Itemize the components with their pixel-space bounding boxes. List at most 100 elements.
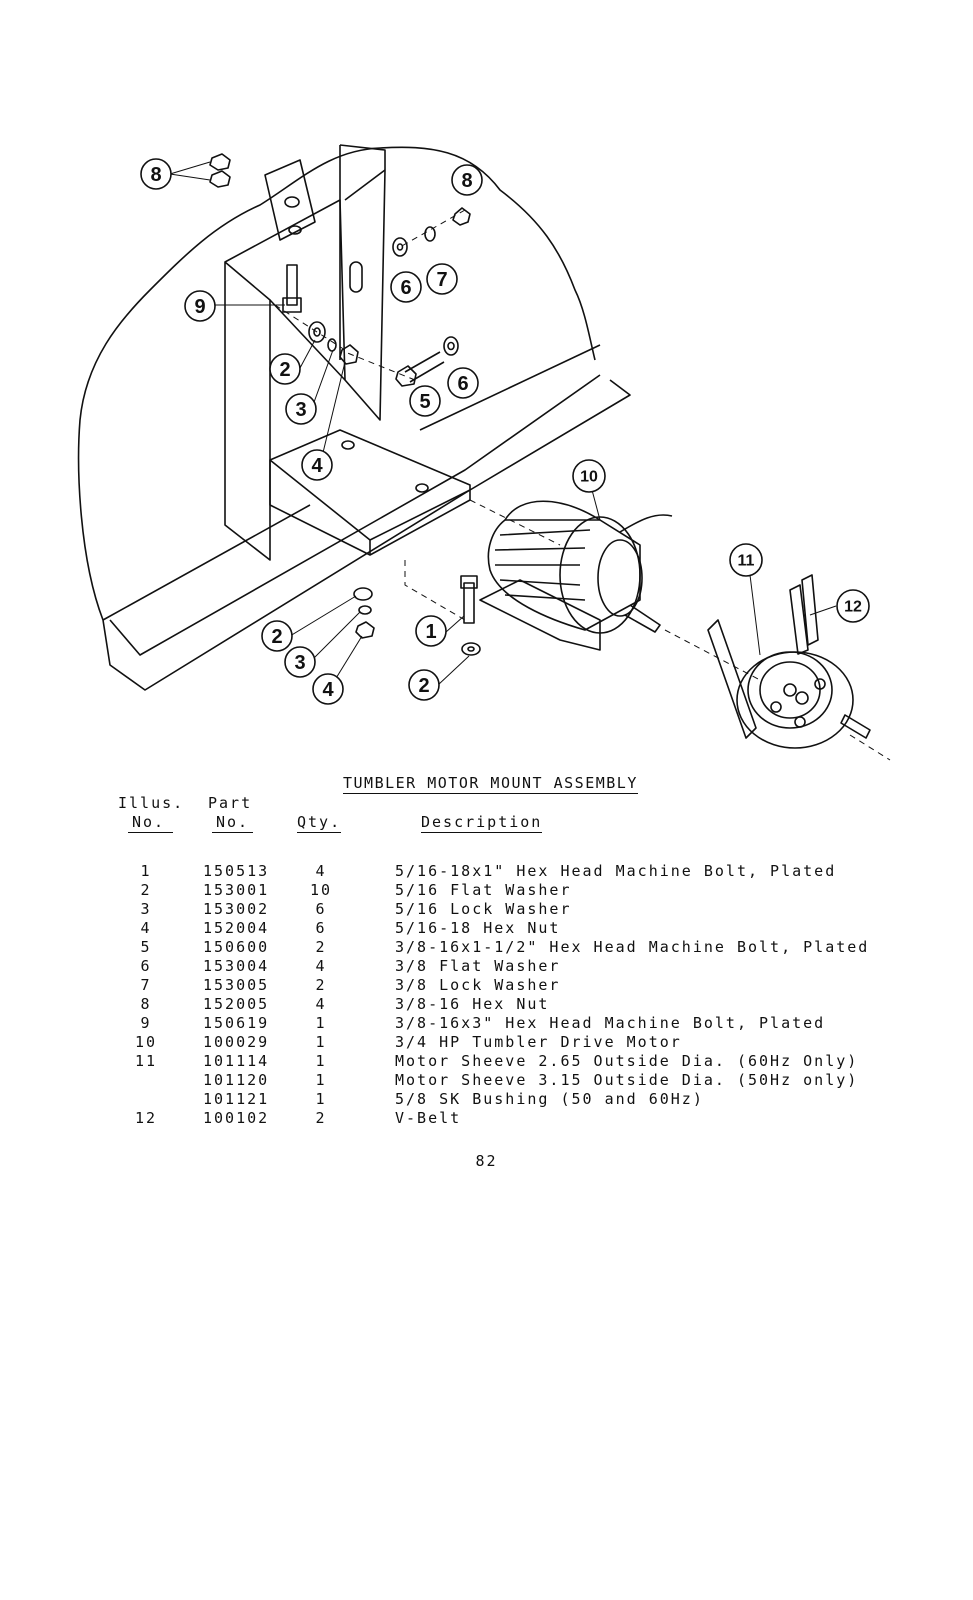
parts-row: 7 153005 2 3/8 Lock Washer: [0, 976, 973, 995]
description: 5/16 Flat Washer: [395, 881, 572, 899]
description: V-Belt: [395, 1109, 462, 1127]
callout-label: 4: [322, 679, 334, 701]
upright-channel: [224, 261, 271, 561]
callout-label: 9: [194, 296, 205, 318]
illus-no: 2: [140, 881, 152, 899]
callout-8a: [140, 158, 172, 190]
parts-row: 5 150600 2 3/8-16x1-1/2" Hex Head Machin…: [0, 938, 973, 957]
parts-row: 12 100102 2 V-Belt: [0, 1109, 973, 1128]
illus-no: 10: [134, 1033, 158, 1051]
parts-row: 3 153002 6 5/16 Lock Washer: [0, 900, 973, 919]
qty: 1: [315, 1014, 327, 1032]
parts-row: 1 150513 4 5/16-18x1" Hex Head Machine B…: [0, 862, 973, 881]
description: Motor Sheeve 2.65 Outside Dia. (60Hz Onl…: [395, 1052, 859, 1070]
callout-6a: [390, 271, 422, 303]
callout-label: 6: [457, 373, 468, 395]
callout-3b: [284, 646, 316, 678]
parts-row: 101121 1 5/8 SK Bushing (50 and 60Hz): [0, 1090, 973, 1109]
header-description: Description: [421, 813, 543, 833]
callout-12: [836, 589, 870, 623]
header-qty: Qty.: [297, 813, 342, 833]
callout-5: [409, 385, 441, 417]
callout-label: 3: [295, 399, 306, 421]
parts-row: 2 153001 10 5/16 Flat Washer: [0, 881, 973, 900]
callout-label: 2: [279, 359, 290, 381]
callout-2b: [261, 620, 293, 652]
description: 3/8 Flat Washer: [395, 957, 561, 975]
callout-4b: [312, 673, 344, 705]
callout-4a: [301, 449, 333, 481]
illus-no: 3: [140, 900, 152, 918]
callout-9: [184, 290, 216, 322]
qty: 2: [315, 938, 327, 956]
callout-10: [572, 459, 606, 493]
qty: 6: [315, 900, 327, 918]
part-no: 100102: [203, 1109, 270, 1127]
parts-row: 11 101114 1 Motor Sheeve 2.65 Outside Di…: [0, 1052, 973, 1071]
callout-label: 7: [436, 269, 447, 291]
callout-label: 8: [150, 164, 161, 186]
part-no: 101114: [203, 1052, 270, 1070]
part-no: 152005: [203, 995, 270, 1013]
callout-label: 12: [844, 599, 862, 616]
header-part-line1: Part: [208, 794, 253, 812]
illus-no: 8: [140, 995, 152, 1013]
v-belt-left: [707, 619, 757, 739]
header-illus-line1: Illus.: [118, 794, 185, 812]
callout-2a: [269, 353, 301, 385]
callout-label: 4: [311, 455, 323, 477]
illus-no: 6: [140, 957, 152, 975]
qty: 4: [315, 862, 327, 880]
v-belt-right: [789, 584, 809, 655]
part-no: 153005: [203, 976, 270, 994]
parts-row: 101120 1 Motor Sheeve 3.15 Outside Dia. …: [0, 1071, 973, 1090]
qty: 1: [315, 1071, 327, 1089]
illus-no: 4: [140, 919, 152, 937]
description: 3/4 HP Tumbler Drive Motor: [395, 1033, 682, 1051]
description: 5/16 Lock Washer: [395, 900, 572, 918]
parts-row: 9 150619 1 3/8-16x3" Hex Head Machine Bo…: [0, 1014, 973, 1033]
wall-outline: [77, 146, 596, 621]
qty: 4: [315, 995, 327, 1013]
motor-body: [479, 500, 673, 651]
callout-2c: [408, 669, 440, 701]
part-no: 150513: [203, 862, 270, 880]
illus-no: 1: [140, 862, 152, 880]
motor-mount-diagram: 8 8 6 7 9 2 3 5 6 4 10 11 12 1 2 3 4 2: [77, 144, 891, 761]
description: 5/16-18x1" Hex Head Machine Bolt, Plated: [395, 862, 837, 880]
callout-label: 11: [738, 553, 755, 570]
callout-6b: [447, 367, 479, 399]
illus-no: 11: [134, 1052, 158, 1070]
illus-no: 12: [134, 1109, 158, 1127]
description: Motor Sheeve 3.15 Outside Dia. (50Hz onl…: [395, 1071, 859, 1089]
callout-label: 3: [294, 652, 305, 674]
illus-no: 7: [140, 976, 152, 994]
part-no: 101120: [203, 1071, 270, 1089]
qty: 2: [315, 1109, 327, 1127]
callout-label: 10: [580, 469, 598, 486]
base-plate: [269, 429, 471, 556]
callout-label: 8: [461, 170, 472, 192]
qty: 2: [315, 976, 327, 994]
page-number: 82: [475, 1152, 498, 1170]
callout-label: 1: [425, 621, 436, 643]
assembly-title: TUMBLER MOTOR MOUNT ASSEMBLY: [343, 774, 638, 794]
part-no: 150619: [203, 1014, 270, 1032]
illus-no: 9: [140, 1014, 152, 1032]
qty: 1: [315, 1052, 327, 1070]
callout-1: [415, 615, 447, 647]
description: 3/8-16x1-1/2" Hex Head Machine Bolt, Pla…: [395, 938, 870, 956]
qty: 4: [315, 957, 327, 975]
description: 3/8 Lock Washer: [395, 976, 561, 994]
callout-label: 2: [271, 626, 282, 648]
description: 3/8-16x3" Hex Head Machine Bolt, Plated: [395, 1014, 826, 1032]
description: 5/8 SK Bushing (50 and 60Hz): [395, 1090, 704, 1108]
parts-row: 8 152005 4 3/8-16 Hex Nut: [0, 995, 973, 1014]
part-no: 152004: [203, 919, 270, 937]
callout-8b: [451, 164, 483, 196]
description: 3/8-16 Hex Nut: [395, 995, 550, 1013]
callout-label: 6: [400, 277, 411, 299]
callout-7: [426, 263, 458, 295]
qty: 1: [315, 1033, 327, 1051]
header-part-line2: No.: [212, 813, 254, 833]
